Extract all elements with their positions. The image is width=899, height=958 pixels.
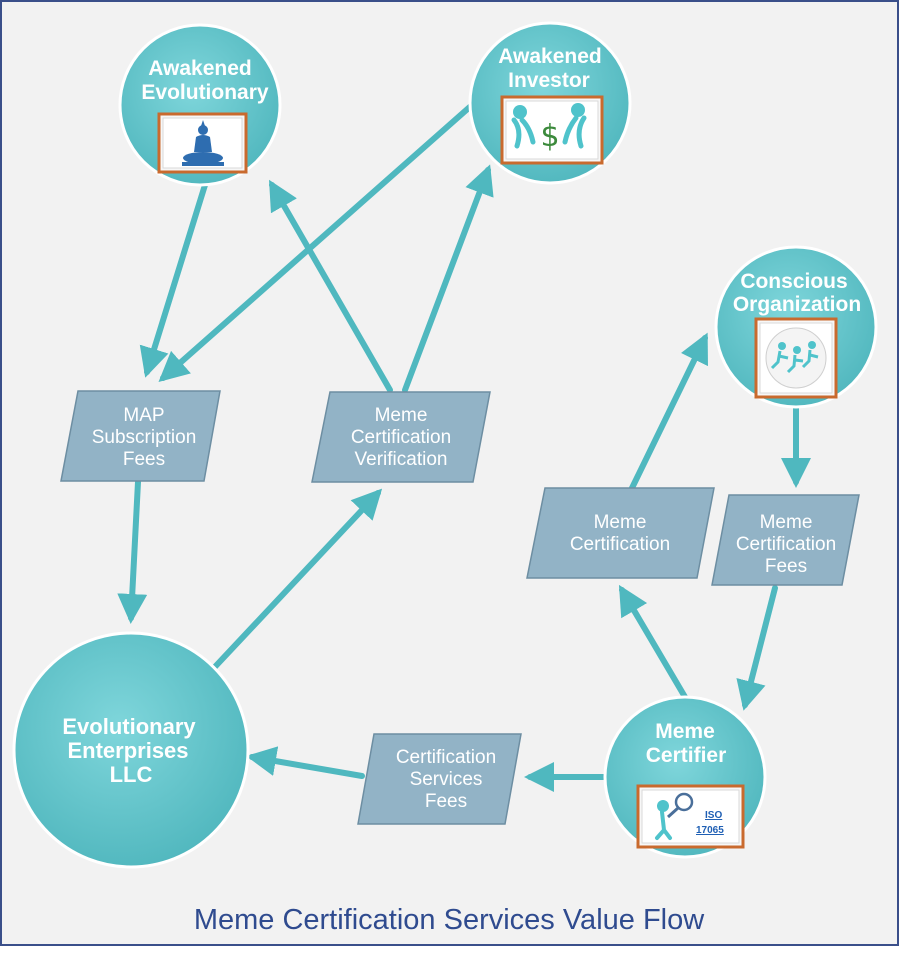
flow-meme-certification-fees: Meme Certification Fees	[711, 494, 860, 586]
arrow-verification-to-evolutionary	[269, 179, 393, 393]
node-title-line2: Evolutionary	[141, 81, 269, 104]
flow-label-line3: Fees	[425, 791, 467, 812]
flow-arrows	[117, 102, 811, 792]
flow-label-line2: Services	[410, 769, 483, 790]
flow-meme-certification: Meme Certification	[526, 487, 715, 579]
flow-label-line3: Verification	[355, 449, 448, 470]
node-evolutionary-enterprises: Evolutionary Enterprises LLC	[12, 631, 250, 869]
svg-text:$: $	[540, 119, 559, 154]
diagram-caption: Meme Certification Services Value Flow	[194, 904, 705, 936]
flow-label-line1: Meme	[760, 512, 813, 533]
arrow-investor-to-map	[158, 102, 475, 382]
team-running-icon	[765, 327, 827, 389]
node-title-line1: Awakened	[148, 57, 252, 80]
arrow-verification-to-investor	[402, 164, 494, 393]
node-title-line1: Awakened	[498, 45, 602, 68]
arrow-services-fees-to-enterprises	[246, 746, 365, 779]
flow-label-line2: Certification	[736, 534, 836, 555]
flow-label-line1: Meme	[594, 512, 647, 533]
iso-badge-line2: 17065	[696, 825, 724, 836]
flow-parallelogram	[711, 494, 860, 586]
node-awakened-investor: Awakened Investor $	[468, 21, 632, 185]
node-conscious-organization: Conscious Organization	[714, 245, 878, 409]
arrow-evolutionary-to-map	[139, 182, 208, 378]
node-meme-certifier: Meme Certifier ISO 17065	[603, 695, 767, 859]
node-title-line2: Enterprises	[67, 738, 188, 763]
node-awakened-evolutionary: Awakened Evolutionary	[118, 23, 282, 187]
arrow-enterprises-to-verification	[209, 488, 383, 673]
arrow-map-to-enterprises	[117, 479, 148, 624]
arrow-certification-to-conscious	[629, 332, 708, 491]
dollar-figures-icon: $	[511, 103, 587, 154]
node-title-line1: Evolutionary	[62, 714, 196, 739]
flow-label-line1: Meme	[375, 405, 428, 426]
buddha-icon	[182, 120, 224, 166]
node-title-line1: Conscious	[740, 270, 847, 293]
flow-map-subscription-fees: MAP Subscription Fees	[60, 390, 221, 482]
flow-parallelogram	[357, 733, 522, 825]
flow-label-line3: Fees	[765, 556, 807, 577]
flow-label-line2: Subscription	[92, 427, 197, 448]
arrow-certifier-to-certification	[618, 584, 688, 700]
flow-parallelogram	[526, 487, 715, 579]
flow-parallelogram	[60, 390, 221, 482]
node-title-line3: LLC	[110, 762, 153, 787]
node-title-line2: Investor	[508, 69, 590, 92]
flow-label-line3: Fees	[123, 449, 165, 470]
flow-label-line2: Certification	[351, 427, 451, 448]
magnifier-figure-icon	[655, 792, 694, 840]
arrow-fees-to-certifier	[736, 585, 778, 711]
node-title-line2: Certifier	[646, 744, 727, 767]
node-circle	[12, 631, 250, 869]
flow-parallelogram	[311, 391, 491, 483]
node-title-line2: Organization	[733, 293, 861, 316]
iso-badge-line1: ISO	[705, 810, 722, 821]
flow-label-line2: Certification	[570, 534, 670, 555]
flow-label-line1: MAP	[123, 405, 164, 426]
flow-label-line1: Certification	[396, 747, 496, 768]
node-title-line1: Meme	[655, 720, 715, 743]
flow-certification-services-fees: Certification Services Fees	[357, 733, 522, 825]
flow-meme-certification-verification: Meme Certification Verification	[311, 391, 491, 483]
